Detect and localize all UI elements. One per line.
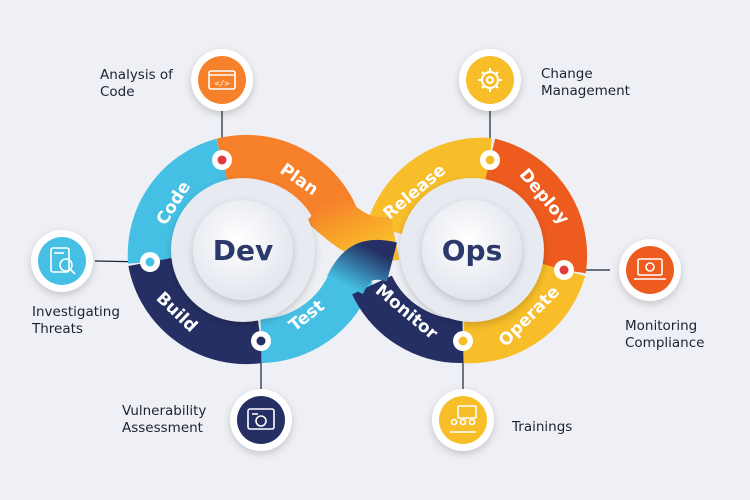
segment-code-band xyxy=(127,138,229,264)
security-scan-icon xyxy=(247,408,275,430)
dot-investigating xyxy=(140,252,160,272)
segment-deploy-band xyxy=(484,138,588,274)
callout-analysis: Analysis of Code xyxy=(100,67,177,100)
gear-icon xyxy=(478,68,502,92)
crossing-band-b xyxy=(327,239,398,295)
dev-hub-label: Dev xyxy=(213,234,273,267)
badge-investigating xyxy=(31,230,93,292)
segment-test-band xyxy=(259,267,373,363)
dot-monitoring xyxy=(554,260,574,280)
ops-hub: Ops xyxy=(400,178,544,322)
segment-release-band xyxy=(366,137,492,237)
ops-hub-label: Ops xyxy=(442,234,503,267)
right-lobe xyxy=(352,137,588,364)
crossing-band-a xyxy=(306,187,400,262)
segment-build-band xyxy=(128,257,265,365)
callout-investigating: Investigating Threats xyxy=(31,304,124,337)
badge-trainings xyxy=(432,389,494,451)
dot-vulnerability xyxy=(251,331,271,351)
dot-analysis xyxy=(212,150,232,170)
badge-vulnerability xyxy=(230,389,292,451)
training-icon xyxy=(450,405,477,433)
segment-monitor-band xyxy=(352,274,464,363)
callout-change: Change Management xyxy=(541,66,630,99)
callout-trainings: Trainings xyxy=(511,419,572,435)
segment-operate-band xyxy=(461,263,586,364)
callout-labels: Analysis of Code Investigating Threats V… xyxy=(31,66,704,436)
document-search-icon xyxy=(50,247,76,275)
callout-vulnerability: Vulnerability Assessment xyxy=(122,403,211,436)
callout-monitoring: Monitoring Compliance xyxy=(625,318,704,351)
dot-trainings xyxy=(453,331,473,351)
badge-change xyxy=(459,49,521,111)
connector-dots xyxy=(140,150,574,351)
code-icon: </> xyxy=(208,70,236,90)
dot-change xyxy=(480,150,500,170)
svg-text:</>: </> xyxy=(215,79,230,88)
badge-monitoring xyxy=(619,239,681,301)
badge-analysis: </> xyxy=(191,49,253,111)
laptop-gear-icon xyxy=(634,258,666,280)
dev-hub: Dev xyxy=(171,178,315,322)
